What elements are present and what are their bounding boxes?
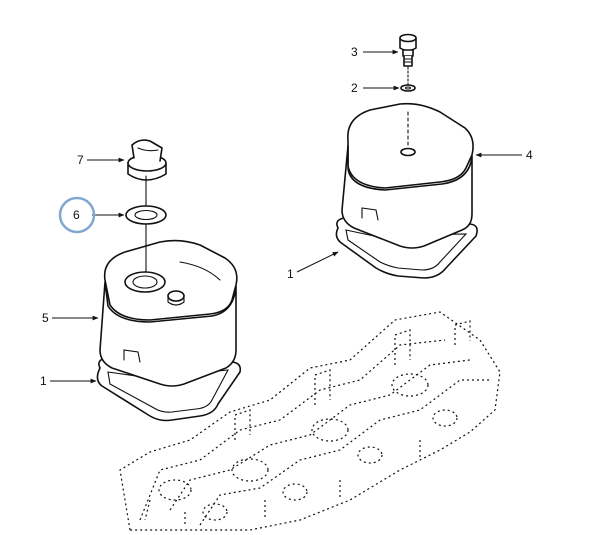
callout-3[interactable]: 3 <box>351 45 358 59</box>
callout-2[interactable]: 2 <box>351 81 358 95</box>
callout-5[interactable]: 5 <box>42 311 49 325</box>
callout-1-right[interactable]: 1 <box>287 267 294 281</box>
highlight-ring <box>58 196 96 234</box>
washer <box>400 84 416 92</box>
leader-lines <box>50 49 522 384</box>
oil-filler-cap <box>127 139 167 181</box>
callout-1-left[interactable]: 1 <box>40 374 47 388</box>
cylinder-head-illustration <box>119 311 501 531</box>
callout-4[interactable]: 4 <box>526 148 533 162</box>
callout-6[interactable]: 6 <box>73 208 80 222</box>
valve-cover-left <box>99 239 238 387</box>
cap-seal-ring <box>125 205 167 225</box>
valve-cover-right <box>341 102 474 249</box>
bolt <box>399 33 417 67</box>
callout-7[interactable]: 7 <box>77 153 84 167</box>
